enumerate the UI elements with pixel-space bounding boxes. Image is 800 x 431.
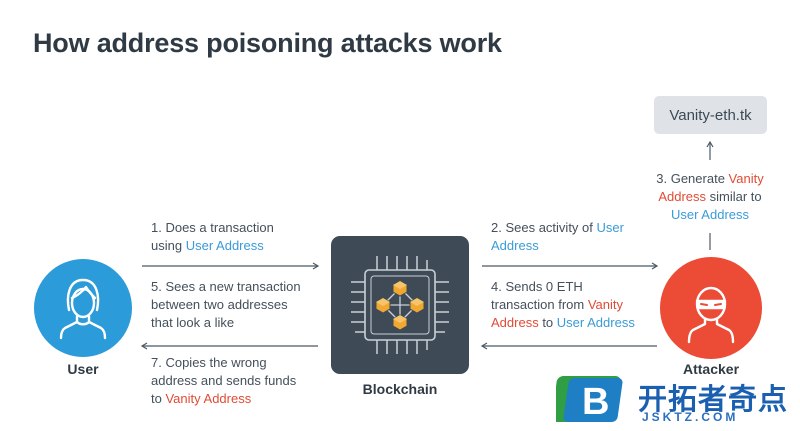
step-2-text: 2. Sees activity of User Address bbox=[491, 220, 624, 253]
page-title: How address poisoning attacks work bbox=[33, 28, 502, 58]
step-7-text: 7. Copies the wrong address and sends fu… bbox=[151, 355, 297, 406]
user-avatar bbox=[34, 259, 132, 357]
step-3-text: 3. Generate Vanity Address similar to Us… bbox=[656, 171, 764, 222]
blockchain-chip bbox=[331, 236, 469, 374]
step-1-text: 1. Does a transaction using User Address bbox=[151, 220, 274, 253]
attacker-avatar bbox=[660, 257, 762, 359]
block-cubes-icon bbox=[375, 280, 425, 331]
attacker-label: Attacker bbox=[682, 361, 740, 375]
attacker-icon bbox=[687, 286, 735, 344]
step-4-text: 4. Sends 0 ETH transaction from Vanity A… bbox=[491, 279, 635, 330]
user-icon bbox=[59, 278, 107, 340]
vanity-site-box: Vanity-eth.tk bbox=[654, 96, 767, 134]
chip-icon bbox=[351, 256, 449, 354]
blockchain-label: Blockchain bbox=[362, 381, 438, 397]
user-label: User bbox=[67, 361, 99, 377]
step-5-text: 5. Sees a new transaction between two ad… bbox=[151, 279, 301, 330]
